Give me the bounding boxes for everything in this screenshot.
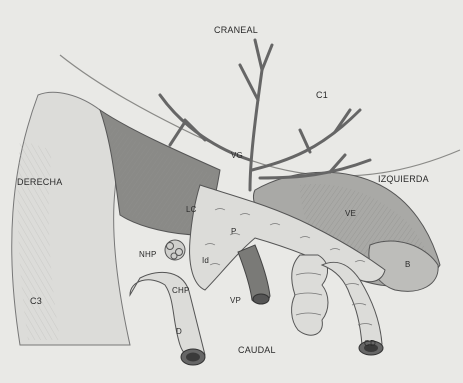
label-nhp: NHP [139,250,157,259]
label-caudal: CAUDAL [238,345,276,355]
label-izquierda: IZQUIERDA [378,174,429,184]
duodenum-lumen-inner [186,353,200,362]
lymph-node-nhp [165,240,185,260]
label-c1: C1 [316,90,328,100]
label-ve: VE [345,209,356,218]
label-lc: LC [186,205,197,214]
label-cd: CD [364,339,376,348]
label-b: B [405,260,411,269]
label-id: Id [202,256,209,265]
label-derecha: DERECHA [17,177,62,187]
label-p: P [231,227,237,236]
label-craneal: CRANEAL [214,25,258,35]
portal-vein-lumen [253,294,269,304]
label-vg: VG [231,151,243,160]
label-chp: CHP [172,286,190,295]
label-d: D [176,327,182,336]
label-vp: VP [230,296,241,305]
label-c3: C3 [30,296,42,306]
